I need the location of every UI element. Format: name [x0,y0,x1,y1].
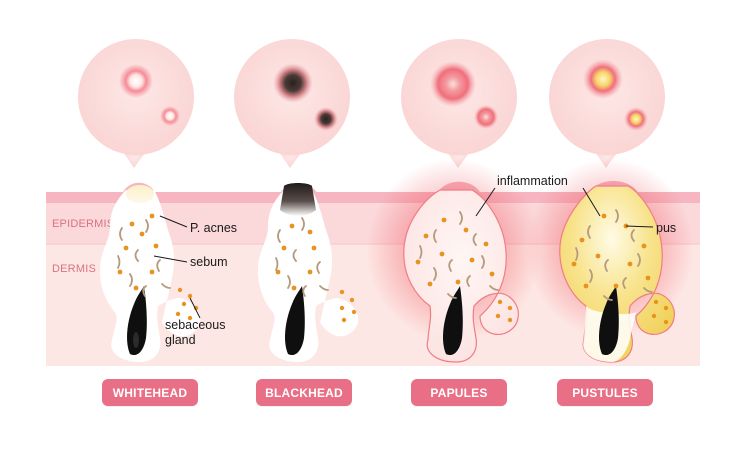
papule-spot-large [430,61,476,107]
inflammation-label: inflammation [497,174,568,188]
inflammation-pointer-2 [582,187,601,217]
badge-whitehead: WHITEHEAD [102,379,198,406]
follicle-blackhead [258,183,359,362]
dermis-label: DERMIS [52,263,96,275]
zoom-bubble-papules [401,39,517,168]
p-acnes-bacteria [117,213,199,321]
badge-pustules: PUSTULES [557,379,653,406]
badge-papules: PAPULES [411,379,507,406]
pustule-spot-small [624,107,648,131]
epidermis-label: EPIDERMIS [52,218,114,230]
callout-lines [153,187,654,319]
badge-blackhead: BLACKHEAD [256,379,352,406]
p-acnes-bacteria [275,223,357,323]
blackhead-cap [280,183,316,216]
pus-pointer [625,225,654,228]
sebum-pointer [153,255,188,263]
p-acnes-pointer [159,215,188,228]
zoom-bubble-blackhead [234,39,350,168]
pus-label: pus [656,221,676,235]
papule-body [403,189,519,363]
whitehead-cap [126,185,154,203]
follicle-papules [366,158,542,363]
pustule-spot-large [583,59,623,99]
sebaceous-label-line2: gland [165,333,196,347]
sebum-strands [275,217,329,297]
inflammation-pointer [475,187,496,217]
sebum-label: sebum [190,255,228,269]
zoom-bubble-pustules [549,39,665,168]
follicle-pustules [526,158,694,363]
sebum-strands [575,209,653,301]
blackhead-spot-small [314,107,338,131]
sebum-strands [419,211,499,299]
follicle-whitehead [100,185,201,362]
blackhead-spot-large [273,63,313,103]
sebaceous-pointer [189,297,201,319]
p-acnes-label: P. acnes [190,221,237,235]
skin-surface [46,192,700,203]
zoom-bubble-whitehead [78,39,194,168]
sebum-strands [117,219,171,297]
papule-spot-small [474,105,498,129]
p-acnes-bacteria [415,217,513,323]
sebaceous-label-line1: sebaceous [165,318,225,332]
p-acnes-bacteria [571,213,669,325]
whitehead-spot-small [160,106,180,126]
whitehead-spot-large [119,64,153,98]
